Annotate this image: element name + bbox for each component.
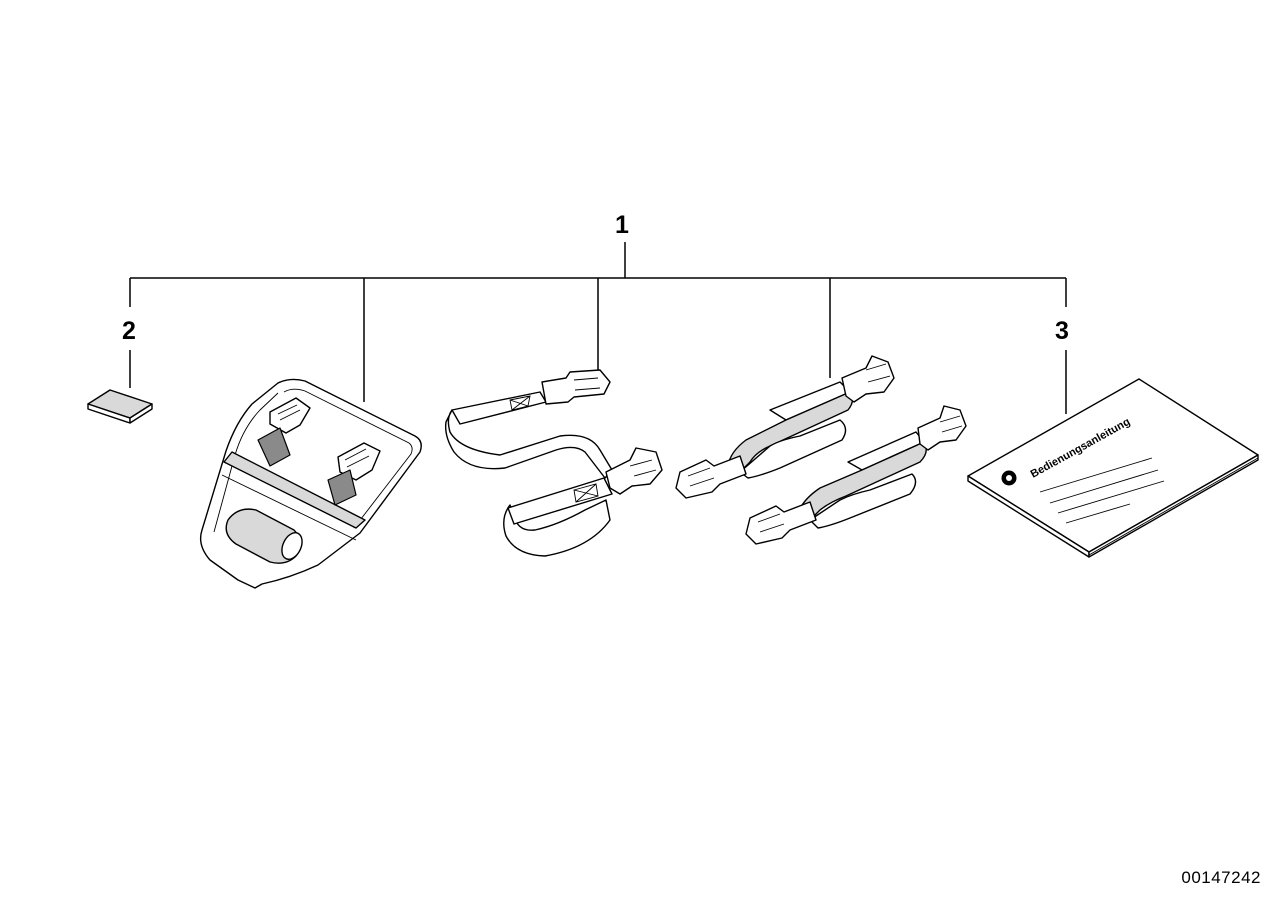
manual-part: Bedienungsanleitung [967, 378, 1259, 558]
strap-part [444, 369, 663, 557]
callout-1: 1 [615, 211, 629, 239]
strap-pair-lower-part [745, 405, 967, 545]
holder-bag-part [199, 378, 422, 589]
manual-text-lines [1039, 457, 1165, 524]
callout-3: 3 [1055, 317, 1069, 345]
leader-lines [129, 242, 1067, 414]
document-number: 00147242 [1181, 868, 1261, 887]
pad-part [87, 389, 153, 424]
strap-pair-upper-part [675, 355, 895, 499]
callout-2: 2 [122, 317, 136, 345]
